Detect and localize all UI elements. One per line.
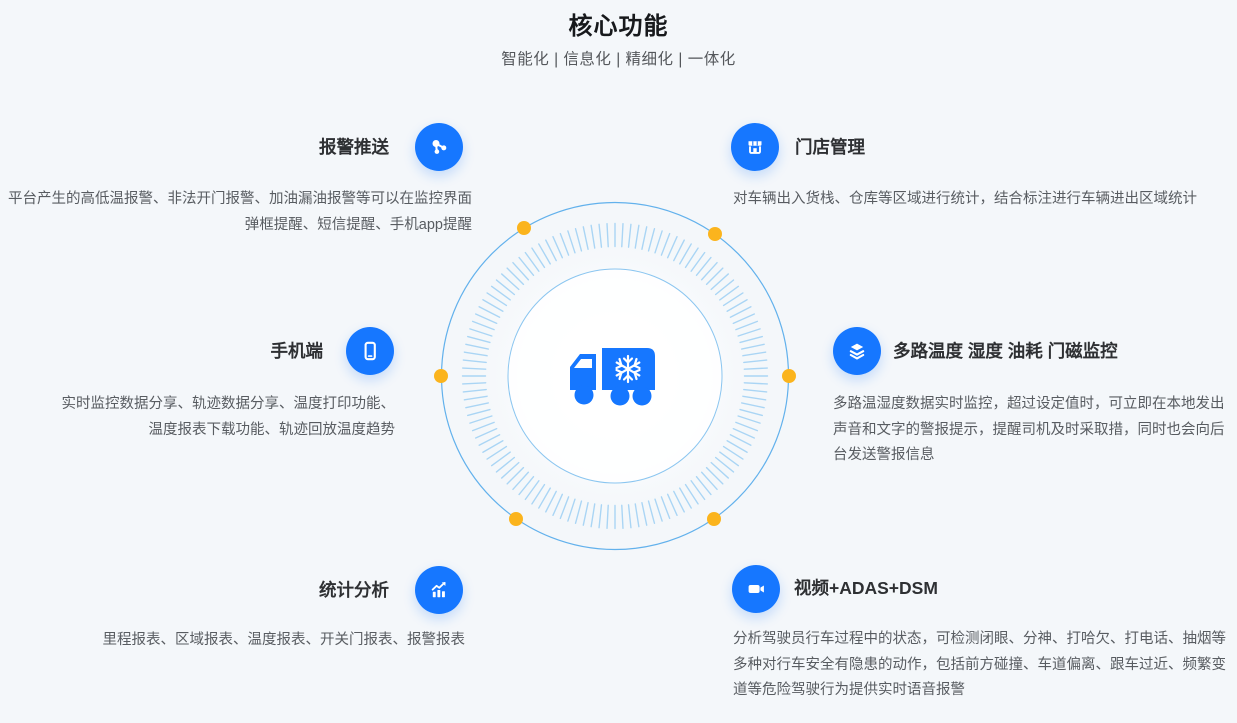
feature-desc-mobile: 实时监控数据分享、轨迹数据分享、温度打印功能、 温度报表下载功能、轨迹回放温度趋… [62, 392, 396, 443]
feature-title-multi-sensor: 多路温度 湿度 油耗 门磁监控 [893, 341, 1118, 361]
page-title: 核心功能 [568, 13, 669, 40]
desc-line: 分析驾驶员行车过程中的状态，可检测闭眼、分神、打哈欠、打电话、抽烟等 [733, 631, 1226, 647]
desc-line: 弹框提醒、短信提醒、手机app提醒 [244, 216, 472, 233]
circle-node-dot [517, 221, 531, 235]
circle-node-dot [434, 369, 448, 383]
desc-line: 温度报表下载功能、轨迹回放温度趋势 [148, 421, 396, 438]
desc-line: 实时监控数据分享、轨迹数据分享、温度打印功能、 [61, 396, 396, 412]
bar-chart-icon [415, 566, 463, 614]
feature-title-statistics: 统计分析 [319, 580, 389, 600]
page-subtitle: 智能化 | 信息化 | 精细化 | 一体化 [501, 51, 736, 68]
circle-node-dot [707, 512, 721, 526]
desc-line: 里程报表、区域报表、温度报表、开关门报表、报警报表 [102, 632, 466, 648]
feature-desc-video-adas-dsm: 分析驾驶员行车过程中的状态，可检测闭眼、分神、打哈欠、打电话、抽烟等 多种对行车… [733, 627, 1226, 704]
desc-line: 台发送警报信息 [833, 447, 935, 464]
core-ring-graphic [434, 201, 796, 551]
feature-desc-store-management: 对车辆出入货栈、仓库等区域进行统计，结合标注进行车辆进出区域统计 [733, 187, 1197, 213]
desc-line: 平台产生的高低温报警、非法开门报警、加油漏油报警等可以在监控界面 [8, 191, 472, 207]
feature-desc-statistics: 里程报表、区域报表、温度报表、开关门报表、报警报表 [103, 628, 466, 654]
tick-ring [461, 222, 769, 530]
feature-title-mobile: 手机端 [270, 341, 324, 361]
video-camera-icon [732, 565, 780, 613]
desc-line: 多种对行车安全有隐患的动作，包括前方碰撞、车道偏离、跟车过近、频繁变 [733, 656, 1226, 673]
phone-icon [346, 327, 394, 375]
refrigerated-truck-icon [570, 348, 655, 406]
desc-line: 多路温湿度数据实时监控，超过设定值时，可立即在本地发出 [833, 396, 1225, 412]
desc-line: 声音和文字的警报提示，提醒司机及时采取措，同时也会向后 [833, 421, 1225, 438]
feature-title-alarm-push: 报警推送 [319, 137, 389, 157]
feature-desc-alarm-push: 平台产生的高低温报警、非法开门报警、加油漏油报警等可以在监控界面 弹框提醒、短信… [8, 187, 472, 238]
layers-icon [833, 327, 881, 375]
desc-line: 道等危险驾驶行为提供实时语音报警 [733, 682, 965, 699]
circle-node-dot [782, 369, 796, 383]
circle-node-dot [509, 512, 523, 526]
share-icon [415, 123, 463, 171]
feature-desc-multi-sensor: 多路温湿度数据实时监控，超过设定值时，可立即在本地发出 声音和文字的警报提示，提… [833, 392, 1225, 469]
circle-node-dots [434, 221, 796, 526]
circle-node-dot [708, 227, 722, 241]
feature-title-store-management: 门店管理 [795, 137, 865, 157]
feature-title-video-adas-dsm: 视频+ADAS+DSM [794, 578, 938, 598]
storefront-icon [731, 123, 779, 171]
snowflake-icon [615, 354, 641, 384]
desc-line: 对车辆出入货栈、仓库等区域进行统计，结合标注进行车辆进出区域统计 [733, 191, 1197, 207]
